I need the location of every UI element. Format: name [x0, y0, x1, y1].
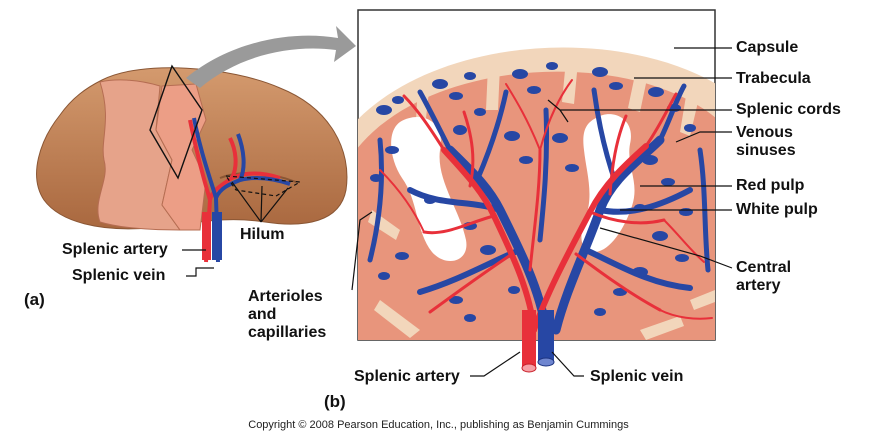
copyright-notice: Copyright © 2008 Pearson Education, Inc.… [0, 419, 877, 431]
label-red-pulp: Red pulp [736, 177, 804, 195]
section-content [340, 48, 740, 360]
section-splenic-vein [538, 310, 554, 340]
splenic-vein-trunk [212, 212, 222, 260]
panel-b-tag: (b) [324, 392, 346, 412]
label-splenic-vein-b: Splenic vein [590, 368, 683, 386]
exit-splenic-vein-lumen [538, 358, 554, 366]
label-splenic-artery-a: Splenic artery [62, 241, 168, 259]
label-central-artery: Central artery [736, 259, 816, 295]
splenic-artery-trunk [202, 212, 211, 260]
label-trabecula: Trabecula [736, 70, 811, 88]
panel-a-tag: (a) [24, 290, 45, 310]
label-white-pulp: White pulp [736, 201, 818, 219]
label-arterioles-capillaries: Arterioles and capillaries [248, 288, 344, 342]
whole-spleen [37, 66, 347, 262]
label-splenic-artery-b: Splenic artery [354, 368, 460, 386]
label-hilum: Hilum [240, 226, 284, 244]
label-venous-sinuses: Venous sinuses [736, 124, 820, 160]
label-capsule: Capsule [736, 39, 798, 57]
exit-splenic-artery-lumen [522, 364, 536, 372]
label-splenic-cords: Splenic cords [736, 101, 841, 119]
label-splenic-vein-a: Splenic vein [72, 267, 165, 285]
section-splenic-artery [522, 310, 536, 340]
magnify-arrow [186, 26, 356, 88]
